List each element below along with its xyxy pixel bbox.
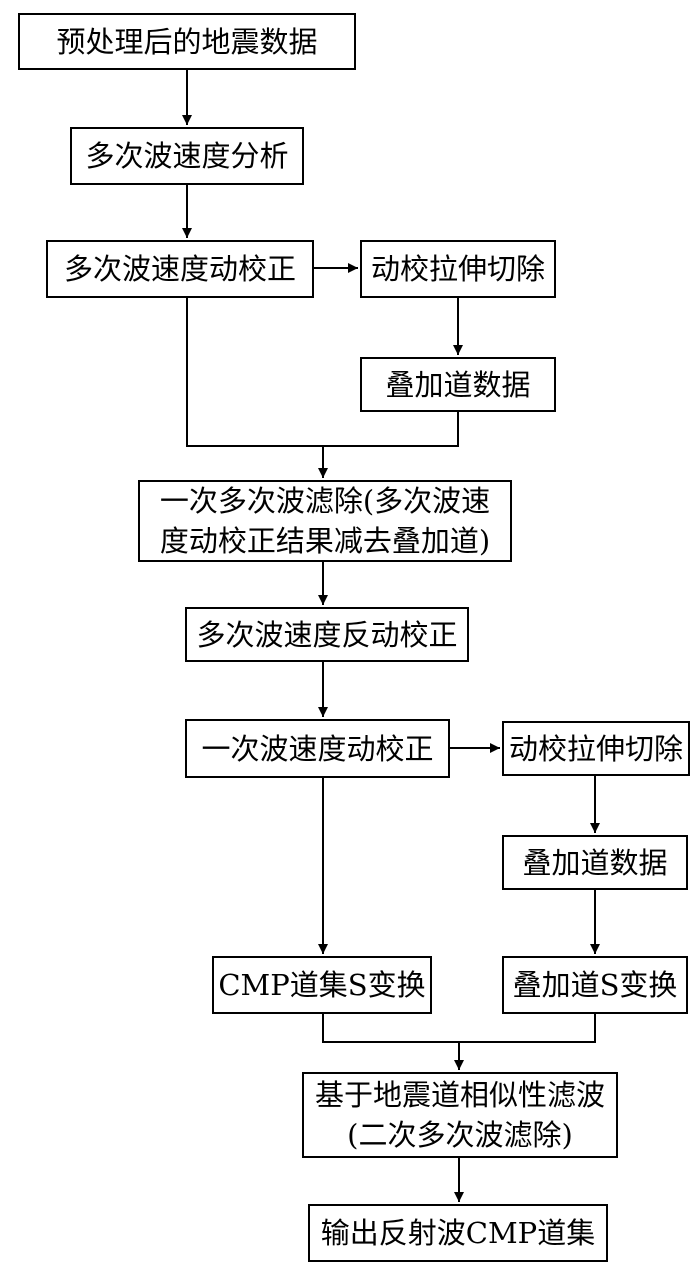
node-stretch-mute-2: 动校拉伸切除 <box>502 721 690 776</box>
node-label-line-1: 基于地震道相似性滤波 <box>314 1078 605 1112</box>
node-label-line-2: (二次多次波滤除) <box>347 1118 573 1152</box>
node-label: 动校拉伸切除 <box>508 731 683 766</box>
node-preprocessed-data: 预处理后的地震数据 <box>18 13 356 70</box>
node-label: 多次波速度分析 <box>85 139 289 173</box>
node-output: 输出反射波CMP道集 <box>308 1204 608 1262</box>
node-label: 叠加道S变换 <box>512 968 678 1002</box>
node-similarity-filter: 基于地震道相似性滤波 (二次多次波滤除) <box>302 1072 618 1158</box>
node-stack-data-1: 叠加道数据 <box>360 357 556 412</box>
node-label: 叠加道数据 <box>385 367 531 402</box>
node-stack-s-transform: 叠加道S变换 <box>502 956 688 1014</box>
node-label: 输出反射波CMP道集 <box>320 1216 596 1250</box>
node-multiple-velocity-analysis: 多次波速度分析 <box>70 127 304 185</box>
node-label-line-2: 度动校正结果减去叠加道) <box>159 524 491 558</box>
node-label: 叠加道数据 <box>522 845 668 880</box>
merge-line-lower <box>322 1014 596 1043</box>
node-label: 预处理后的地震数据 <box>56 24 318 59</box>
node-primary-nmo: 一次波速度动校正 <box>185 719 450 778</box>
node-label-line-1: 一次多次波滤除(多次波速 <box>159 484 491 518</box>
node-multiple-inverse-nmo: 多次波速度反动校正 <box>185 607 469 662</box>
node-label: 多次波速度动校正 <box>63 252 296 286</box>
node-label: CMP道集S变换 <box>218 968 426 1002</box>
node-cmp-s-transform: CMP道集S变换 <box>212 956 432 1014</box>
node-label: 多次波速度反动校正 <box>196 617 458 652</box>
node-stretch-mute-1: 动校拉伸切除 <box>360 240 556 298</box>
node-label: 动校拉伸切除 <box>370 252 545 286</box>
node-label: 一次波速度动校正 <box>201 731 434 766</box>
node-stack-data-2: 叠加道数据 <box>502 835 688 890</box>
node-primary-multiple-removal: 一次多次波滤除(多次波速 度动校正结果减去叠加道) <box>138 480 512 562</box>
node-multiple-nmo: 多次波速度动校正 <box>46 240 314 298</box>
